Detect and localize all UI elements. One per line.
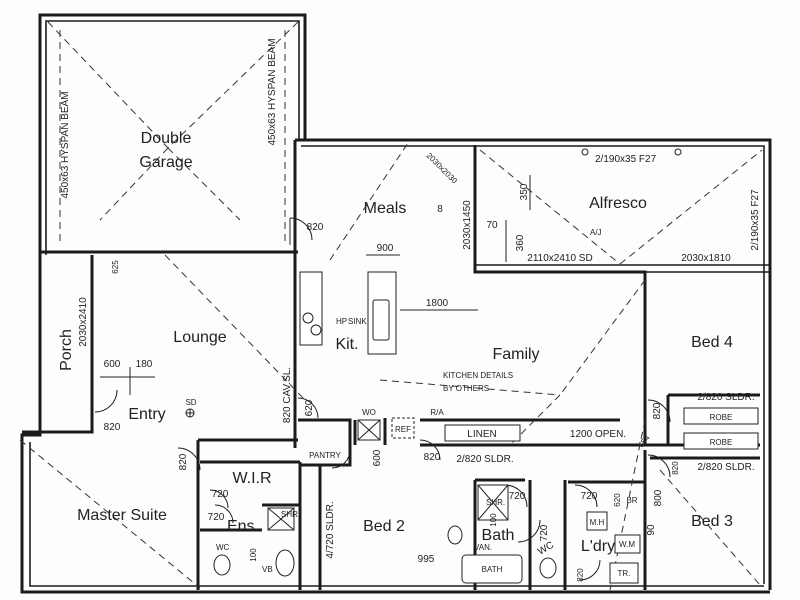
dim-600: 600 bbox=[104, 359, 121, 370]
dim-620: 620 bbox=[304, 399, 315, 416]
dim-995: 995 bbox=[418, 554, 435, 565]
fridge-label: REF bbox=[395, 425, 411, 434]
alfresco-door-note: 2110x2410 SD bbox=[527, 253, 592, 264]
dim-1800: 1800 bbox=[426, 298, 449, 309]
cavity-slider-note: 820 CAV.SL. bbox=[282, 367, 293, 423]
corner-window-note: 2030x2030 bbox=[425, 151, 460, 186]
robe-bed3-label: ROBE bbox=[710, 438, 733, 447]
roof-lines bbox=[19, 21, 763, 591]
dimensions: 820 900 1800 625 600 180 620 820 820 720… bbox=[100, 148, 682, 582]
dim-90: 90 bbox=[646, 524, 657, 536]
dim-720-bath: 720 bbox=[509, 491, 526, 502]
alfresco-beam-top-note: 2/190x35 F27 bbox=[595, 154, 657, 165]
meals-window-note: 2030x1450 bbox=[462, 200, 473, 250]
dim-600-pantry: 600 bbox=[372, 449, 383, 466]
broom-label: BR bbox=[626, 496, 637, 505]
construction-notes: 450x63 HYSPAN BEAM 450x63 HYSPAN BEAM 2/… bbox=[60, 38, 761, 558]
bed2-slider-note: 4/720 SLDR. bbox=[325, 501, 336, 558]
robe-bed4-label: ROBE bbox=[710, 413, 733, 422]
bath-label: Bath bbox=[482, 527, 515, 544]
bath-shower-label: SHR. bbox=[486, 498, 505, 507]
dim-800: 800 bbox=[653, 489, 664, 506]
dim-820-meals: 820 bbox=[307, 222, 324, 233]
entry-label: Entry bbox=[128, 406, 165, 423]
ensuite-label: Ens. bbox=[227, 518, 259, 535]
dim-720-ldry: 720 bbox=[581, 491, 598, 502]
alfresco-label: Alfresco bbox=[589, 195, 647, 212]
dim-820-bed2: 820 bbox=[424, 452, 441, 463]
wc-label: WC bbox=[536, 540, 556, 558]
master-suite-label: Master Suite bbox=[77, 507, 167, 524]
family-label: Family bbox=[492, 346, 539, 363]
garage-label-2: Garage bbox=[139, 154, 192, 171]
dim-360: 360 bbox=[515, 234, 526, 251]
smoke-detector-label: SD bbox=[185, 398, 196, 407]
hall-opening-note: 1200 OPEN. bbox=[570, 429, 626, 440]
meals-label: Meals bbox=[364, 200, 407, 217]
ensuite-shower-label: SHR. bbox=[281, 510, 300, 519]
trough-label: TR. bbox=[618, 569, 631, 578]
linen-label: LINEN bbox=[467, 429, 496, 440]
vanity-basin-label: VB bbox=[262, 565, 273, 574]
porch-door-note: 2030x2410 bbox=[78, 297, 89, 347]
doors bbox=[94, 217, 671, 581]
bed4-slider-note: 2/820 SLDR. bbox=[697, 392, 754, 403]
bed3-slider-note: 2/820 SLDR. bbox=[697, 462, 754, 473]
garage-label-1: Double bbox=[141, 130, 192, 147]
dim-720-wir-b: 720 bbox=[208, 512, 225, 523]
dim-8: 8 bbox=[437, 204, 443, 215]
dim-654: 654 bbox=[636, 433, 652, 449]
external-walls bbox=[20, 13, 772, 594]
bed2-label: Bed 2 bbox=[363, 518, 405, 535]
wall-oven-label: WO bbox=[362, 408, 376, 417]
dim-180: 180 bbox=[136, 359, 153, 370]
kitchen-fixtures bbox=[299, 271, 521, 442]
bed4-label: Bed 4 bbox=[691, 334, 733, 351]
dim-720-wc: 720 bbox=[539, 524, 550, 541]
beam-left-note: 450x63 HYSPAN BEAM bbox=[60, 91, 71, 198]
porch-label: Porch bbox=[58, 329, 75, 371]
room-labels: Double Garage Meals Alfresco Lounge Kit.… bbox=[58, 130, 733, 555]
dim-720-wir-a: 720 bbox=[212, 489, 229, 500]
wm-label: W.M bbox=[619, 540, 635, 549]
dim-625: 625 bbox=[111, 260, 120, 274]
pantry-label: PANTRY bbox=[309, 451, 341, 460]
ensuite-wc-label: WC bbox=[216, 543, 230, 552]
rangehood-label: R/A bbox=[430, 408, 444, 417]
bathtub-label: BATH bbox=[482, 565, 503, 574]
vanity-label: VAN. bbox=[474, 543, 492, 552]
aj-label: A/J bbox=[590, 228, 602, 237]
beam-right-note: 450x63 HYSPAN BEAM bbox=[267, 38, 278, 145]
dim-820-ldry: 820 bbox=[576, 568, 585, 582]
dim-350: 350 bbox=[519, 183, 530, 200]
dim-820-bed3: 820 bbox=[671, 461, 680, 475]
dim-820-bed4: 820 bbox=[652, 402, 663, 419]
dim-900: 900 bbox=[377, 243, 394, 254]
bathroom-fixtures bbox=[213, 407, 759, 584]
sink-label: SINK bbox=[348, 317, 367, 326]
mh-label: M.H bbox=[590, 518, 605, 527]
dim-100: 100 bbox=[249, 548, 258, 562]
lounge-label: Lounge bbox=[173, 329, 226, 346]
laundry-label: L'dry bbox=[581, 538, 615, 555]
dim-820-master: 820 bbox=[178, 453, 189, 470]
bed3-label: Bed 3 bbox=[691, 513, 733, 530]
alfresco-window-note: 2030x1810 bbox=[681, 253, 731, 264]
dim-70: 70 bbox=[486, 220, 498, 231]
hall-slider-note: 2/820 SLDR. bbox=[456, 454, 513, 465]
hotplate-label: HP bbox=[336, 317, 347, 326]
dim-100-bath: 100 bbox=[489, 513, 498, 527]
dim-820-entry: 820 bbox=[104, 422, 121, 433]
kitchen-note-1: KITCHEN DETAILS bbox=[443, 371, 513, 380]
wir-label: W.I.R bbox=[232, 470, 271, 487]
alfresco-beam-right-note: 2/190x35 F27 bbox=[750, 189, 761, 251]
kitchen-label: Kit. bbox=[335, 336, 358, 353]
dim-620-ldry: 620 bbox=[613, 493, 622, 507]
kitchen-note-2: BY OTHERS bbox=[443, 384, 489, 393]
